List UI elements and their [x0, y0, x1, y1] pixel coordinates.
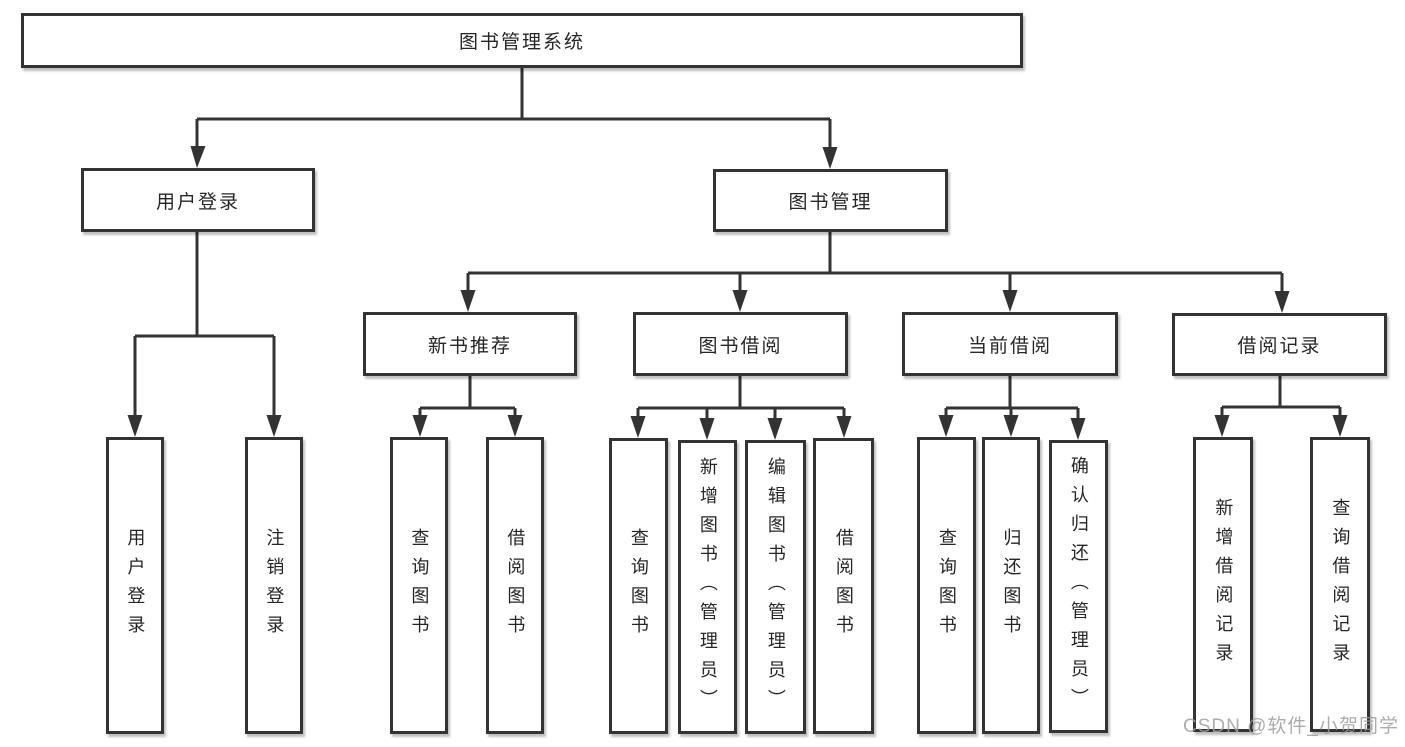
arrowhead: [412, 415, 428, 437]
node-current-borrowing: 当前借阅: [902, 312, 1118, 376]
node-book-borrowing: 图书借阅: [633, 312, 848, 376]
node-label: 借阅图书: [833, 528, 854, 644]
leaf-edit-books-admin: 编辑图书（管理员）: [745, 440, 806, 734]
arrowhead: [1332, 415, 1348, 437]
arrowhead: [1214, 415, 1230, 437]
node-label: 当前借阅: [967, 335, 1052, 357]
node-label: 图书管理系统: [458, 32, 585, 53]
node-new-book-recommendation: 新书推荐: [363, 312, 577, 376]
node-label: 查询借阅记录: [1330, 497, 1351, 672]
arrowhead: [699, 418, 715, 440]
node-label: 新书推荐: [427, 335, 512, 357]
arrowhead: [127, 415, 143, 437]
arrowhead: [1070, 418, 1086, 440]
arrowhead: [1002, 290, 1018, 312]
leaf-logout: 注销登录: [245, 437, 303, 734]
node-user-login: 用户登录: [81, 168, 315, 232]
arrowhead: [1003, 415, 1019, 437]
arrowhead: [460, 290, 476, 312]
node-label: 查询图书: [628, 528, 649, 644]
leaf-borrow-books-recommend: 借阅图书: [486, 437, 544, 734]
leaf-add-books-admin: 新增图书（管理员）: [678, 440, 737, 734]
arrowhead: [732, 290, 748, 312]
leaf-query-books-recommend: 查询图书: [390, 437, 448, 734]
node-label: 查询图书: [409, 527, 430, 644]
arrowhead: [630, 416, 646, 438]
node-label: 注销登录: [264, 527, 285, 644]
leaf-borrow-books: 借阅图书: [813, 438, 874, 734]
leaf-confirm-return-admin: 确认归还（管理员）: [1049, 440, 1108, 733]
node-label: 借阅记录: [1237, 336, 1322, 357]
leaf-user-login: 用户登录: [106, 437, 164, 734]
node-label: 查询图书: [936, 527, 957, 644]
arrowhead: [767, 418, 783, 440]
arrowhead: [1274, 291, 1290, 313]
csdn-watermark: CSDN @软件_小贺同学: [1183, 716, 1399, 737]
leaf-add-borrow-record: 新增借阅记录: [1193, 437, 1253, 732]
leaf-return-books: 归还图书: [982, 437, 1040, 734]
node-label: 用户登录: [125, 527, 146, 644]
node-label: 借阅图书: [505, 527, 526, 644]
leaf-query-borrow-record: 查询借阅记录: [1310, 437, 1370, 732]
leaf-query-books-borrow: 查询图书: [609, 438, 668, 734]
node-label: 确认归还（管理员）: [1068, 456, 1089, 717]
node-label: 编辑图书（管理员）: [765, 456, 786, 718]
node-library-management-system: 图书管理系统: [21, 13, 1023, 68]
node-label: 新增图书（管理员）: [697, 456, 718, 718]
node-label: 归还图书: [1001, 527, 1022, 644]
arrowhead: [836, 416, 852, 438]
node-label: 用户登录: [155, 191, 240, 213]
arrowhead: [266, 415, 282, 437]
node-label: 图书管理: [788, 192, 873, 213]
leaf-query-books-current: 查询图书: [917, 437, 976, 734]
node-label: 新增借阅记录: [1213, 497, 1234, 672]
arrowhead: [822, 147, 838, 169]
arrowhead: [938, 415, 954, 437]
arrowhead: [190, 146, 206, 168]
arrowhead: [507, 415, 523, 437]
node-label: 图书借阅: [698, 335, 783, 357]
node-book-management: 图书管理: [713, 169, 948, 232]
node-borrowing-records: 借阅记录: [1172, 313, 1387, 376]
